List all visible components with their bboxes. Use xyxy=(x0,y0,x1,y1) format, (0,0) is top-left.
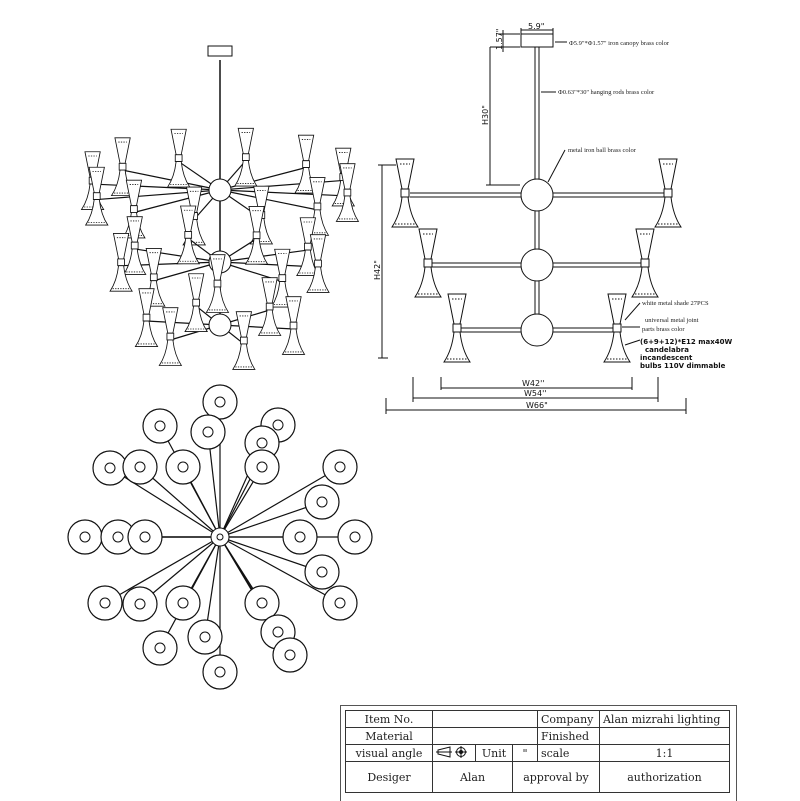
plan-view xyxy=(67,384,373,690)
shade xyxy=(167,128,191,188)
shade-plan xyxy=(87,585,123,621)
front-elevation: Φ5.9"*Φ1.57" iron canopy brass color Φ0.… xyxy=(373,22,733,414)
w66-dim: W66" xyxy=(526,401,548,410)
shade xyxy=(109,232,133,292)
designer-label: Desiger xyxy=(345,761,433,793)
company-value: Alan mizrahi lighting xyxy=(598,710,731,728)
unit-label: Unit xyxy=(475,744,513,762)
material-value xyxy=(432,727,538,745)
shade xyxy=(158,307,182,366)
arm xyxy=(104,536,221,604)
joint-annotation-2: parts brass color xyxy=(642,326,685,333)
shade-plan xyxy=(165,449,201,485)
ball-annotation: metal iron ball brass color xyxy=(568,147,637,154)
unit-value: " xyxy=(512,744,538,762)
canopy xyxy=(520,33,554,48)
shade-plan xyxy=(304,484,340,520)
ball xyxy=(520,178,554,212)
title-block: Item No. Company Alan mizrahi lighting M… xyxy=(345,710,731,793)
h30-dim: H30" xyxy=(481,105,490,125)
arm xyxy=(139,466,221,538)
shade-plan xyxy=(127,519,163,555)
shade-plan xyxy=(67,519,103,555)
shade-plan xyxy=(142,630,178,666)
company-label: Company xyxy=(537,710,600,728)
shade-plan xyxy=(337,519,373,555)
ball xyxy=(520,313,554,347)
arm xyxy=(207,431,221,538)
perspective-view xyxy=(81,45,359,370)
visual-angle-label: visual angle xyxy=(345,744,433,762)
bulb-annotation-2: candelabra xyxy=(645,346,689,354)
item-no-label: Item No. xyxy=(345,710,433,728)
canopy xyxy=(207,45,233,57)
canopy-width-dim: 5.9" xyxy=(528,22,544,31)
shade-plan xyxy=(322,449,358,485)
bulb-annotation-4: bulbs 110V dimmable xyxy=(640,362,726,370)
canopy-annotation: Φ5.9"*Φ1.57" iron canopy brass color xyxy=(569,40,670,47)
ball xyxy=(208,313,232,337)
shade-plan xyxy=(122,586,158,622)
material-label: Material xyxy=(345,727,433,745)
w42-dim: W42'' xyxy=(522,379,545,388)
approval-label: approval by xyxy=(512,761,600,793)
shade-annotation: white metal shade 27PCS xyxy=(642,300,709,307)
authorization-label: authorization xyxy=(598,761,731,793)
shade-plan xyxy=(142,408,178,444)
shade-plan xyxy=(272,637,308,673)
ball xyxy=(520,248,554,282)
bulb-annotation-3: incandescent xyxy=(640,354,693,362)
shade-plan xyxy=(122,449,158,485)
canopy-height-dim: 1.57" xyxy=(495,29,504,51)
shade-plan xyxy=(187,619,223,655)
w54-dim: W54'' xyxy=(524,389,547,398)
shade-plan xyxy=(202,384,238,420)
arm xyxy=(219,501,323,538)
arm xyxy=(219,536,341,604)
scale-value: 1:1 xyxy=(598,744,731,762)
shade-plan xyxy=(190,414,226,450)
title-block-frame xyxy=(340,705,737,801)
designer-value: Alan xyxy=(432,761,513,793)
shade-plan xyxy=(282,519,318,555)
rod-annotation: Φ0.63"*30'' hanging rods brass color xyxy=(558,89,655,96)
arm xyxy=(219,466,341,538)
shade-plan xyxy=(244,449,280,485)
scale-label: scale xyxy=(537,744,600,762)
h42-dim: H42" xyxy=(373,260,382,280)
item-no-value xyxy=(432,710,538,728)
ball xyxy=(208,178,232,202)
arm xyxy=(219,536,323,573)
shade-plan xyxy=(165,585,201,621)
shade-plan xyxy=(322,585,358,621)
shade-plan xyxy=(92,450,128,486)
joint-annotation-1: universal metal joint xyxy=(645,317,699,324)
shade xyxy=(234,127,258,187)
finished-label: Finished xyxy=(537,727,600,745)
bulb-annotation-1: (6+9+12)*E12 max40W xyxy=(640,338,733,346)
shade-plan xyxy=(304,554,340,590)
projection-symbol-icon xyxy=(432,744,476,762)
finished-value xyxy=(598,727,731,745)
shade-plan xyxy=(202,654,238,690)
